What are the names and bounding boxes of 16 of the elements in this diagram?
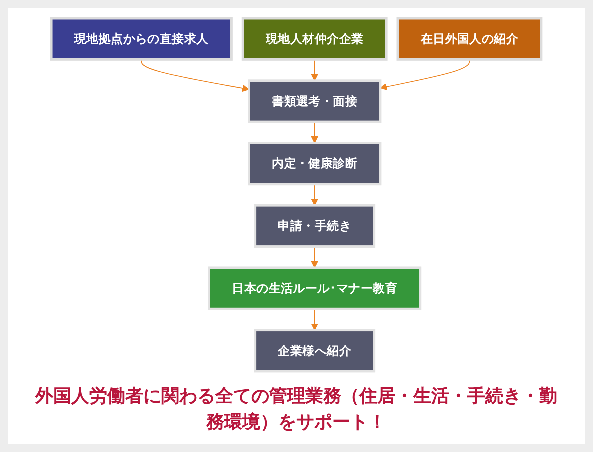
arrow (311, 59, 318, 82)
node-box: 在日外国人の紹介 (396, 17, 543, 61)
node-box: 書類選考・面接 (248, 80, 382, 124)
caption: 外国人労働者に関わる全ての管理業務（住居・生活・手続き・勤務環境）をサポート！ (34, 385, 558, 435)
arrow (311, 308, 318, 331)
node-box: 企業様へ紹介 (254, 329, 376, 373)
arrow (380, 59, 470, 90)
node-box: 日本の生活ルール･マナー教育 (208, 266, 422, 310)
node-box: 内定・健康診断 (248, 142, 382, 186)
arrow (311, 184, 318, 206)
node-box: 現地拠点からの直接求人 (50, 17, 233, 61)
arrow (311, 122, 318, 144)
node-box: 現地人材仲介企業 (242, 17, 388, 61)
arrow (141, 59, 250, 92)
arrow (311, 246, 318, 268)
node-box: 申請・手続き (254, 204, 376, 248)
